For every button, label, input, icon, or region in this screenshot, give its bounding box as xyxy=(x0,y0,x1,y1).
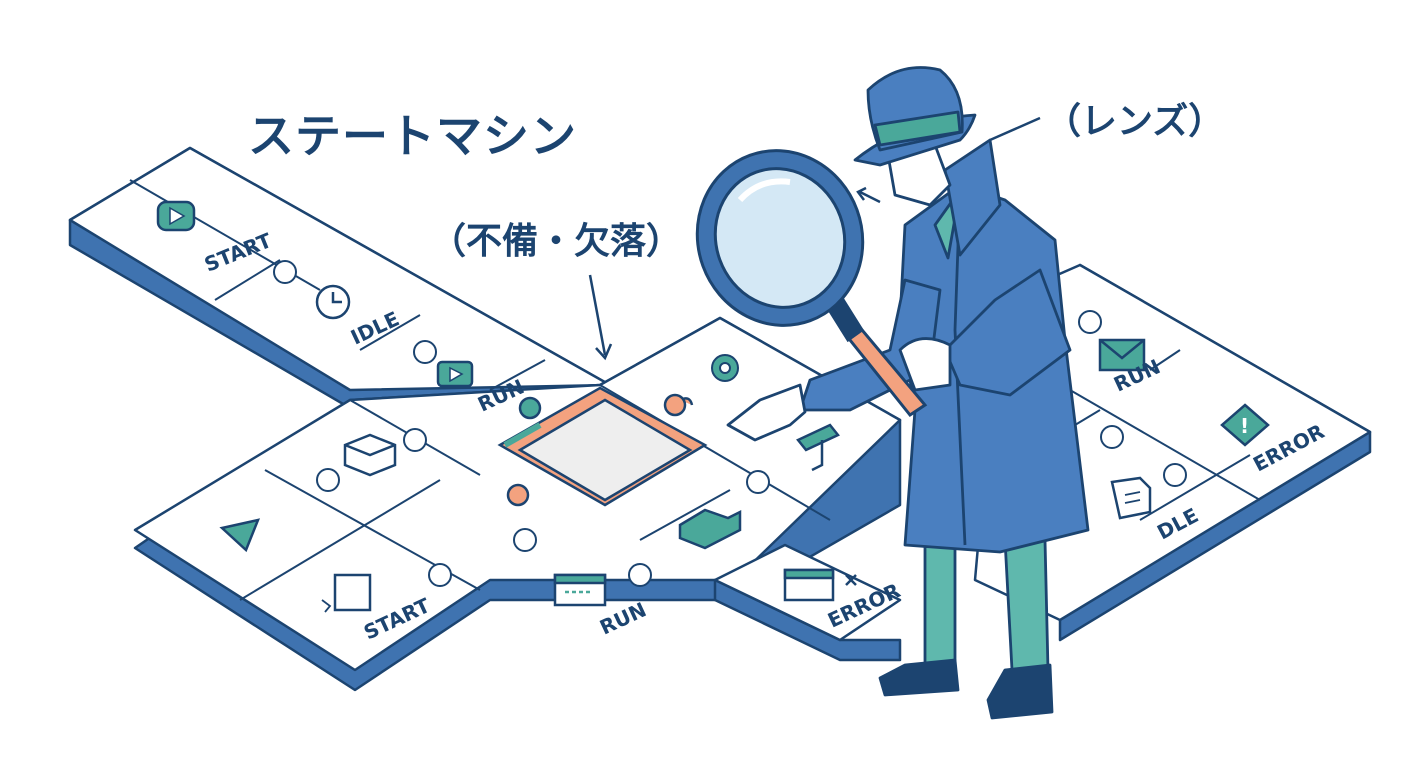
svg-text:!: ! xyxy=(1240,414,1249,438)
play-icon xyxy=(436,360,474,388)
window-icon xyxy=(553,573,607,607)
lens-arrow xyxy=(856,186,881,204)
play-icon xyxy=(156,200,196,232)
lens-callout-line xyxy=(989,116,1041,142)
stand-icon xyxy=(796,423,840,472)
magnifying-glass xyxy=(695,149,928,418)
window-error-icon xyxy=(783,568,857,602)
document-icon xyxy=(321,573,372,613)
missing-piece-callout: （不備・欠落） xyxy=(430,221,683,262)
box-icon xyxy=(343,433,397,477)
diagram-title: ステートマシン xyxy=(248,109,577,163)
triangle-icon xyxy=(219,518,261,553)
gear-icon xyxy=(710,353,740,383)
missing-arrow xyxy=(588,274,613,361)
detective-figure xyxy=(726,66,1090,720)
lens-callout: （レンズ） xyxy=(1045,101,1225,142)
document-icon xyxy=(1110,476,1152,520)
alert-icon: ! xyxy=(1220,403,1270,447)
missing-piece-hole xyxy=(497,386,708,507)
mail-icon xyxy=(1098,338,1146,372)
clock-icon xyxy=(315,284,351,320)
folder-icon xyxy=(678,508,742,550)
